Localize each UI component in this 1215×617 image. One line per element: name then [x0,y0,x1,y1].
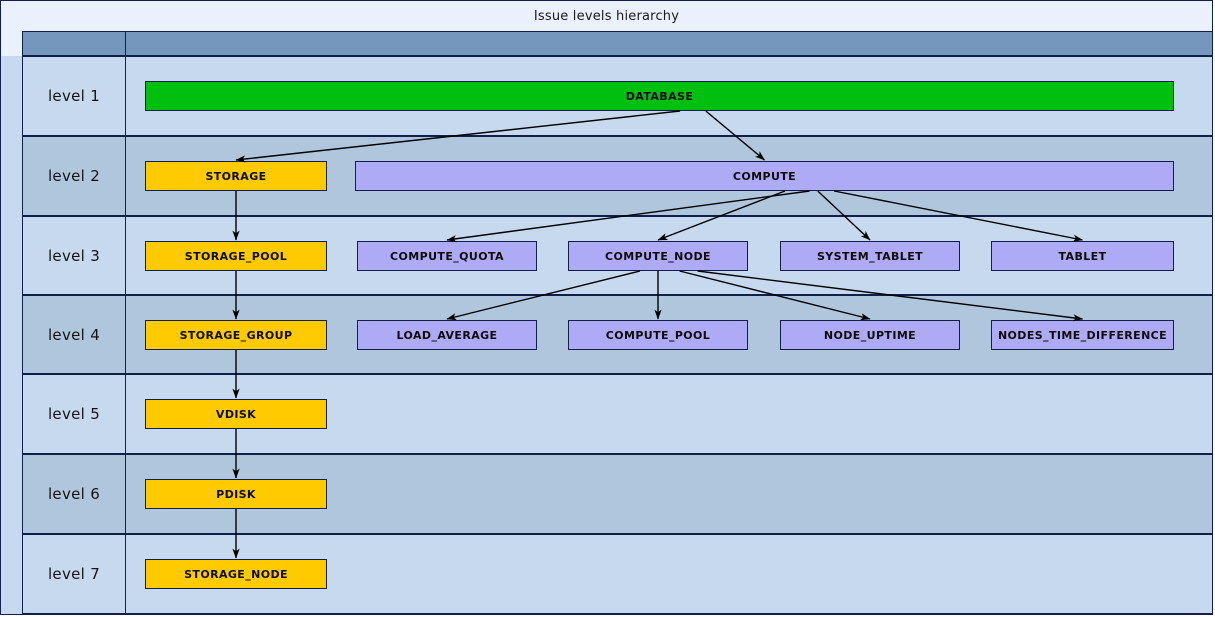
level-label-5: level 5 [47,405,101,423]
node-label: STORAGE_NODE [184,567,288,581]
node-compute-pool[interactable]: COMPUTE_POOL [568,320,748,350]
node-storage-group[interactable]: STORAGE_GROUP [145,320,327,350]
node-tablet[interactable]: TABLET [991,241,1174,271]
node-label: TABLET [1058,249,1107,263]
header-band-content-column [125,31,1213,56]
header-band-level-column [22,31,126,56]
level-label-cell-4: level 4 [22,295,126,374]
node-label: NODES_TIME_DIFFERENCE [997,328,1168,342]
level-label-cell-5: level 5 [22,374,126,454]
node-label: SYSTEM_TABLET [816,249,924,263]
left-spine-column [1,56,23,614]
node-load-average[interactable]: LOAD_AVERAGE [357,320,537,350]
node-pdisk[interactable]: PDISK [145,479,327,509]
node-label: VDISK [215,407,257,421]
node-compute-node[interactable]: COMPUTE_NODE [568,241,748,271]
node-label: STORAGE [205,169,267,183]
node-label: PDISK [216,487,256,501]
node-storage-pool[interactable]: STORAGE_POOL [145,241,327,271]
diagram-title: Issue levels hierarchy [1,1,1212,31]
node-label: LOAD_AVERAGE [396,328,498,342]
node-database[interactable]: DATABASE [145,81,1174,111]
node-label: STORAGE_POOL [184,249,288,263]
level-label-6: level 6 [47,485,101,503]
level-label-4: level 4 [47,325,101,344]
node-nodes-time-difference[interactable]: NODES_TIME_DIFFERENCE [991,320,1174,350]
level-row-6: level 6 [22,454,1213,534]
node-system-tablet[interactable]: SYSTEM_TABLET [780,241,960,271]
node-storage-node[interactable]: STORAGE_NODE [145,559,327,589]
node-label: COMPUTE_POOL [605,328,711,342]
node-label: NODE_UPTIME [823,328,917,342]
level-label-cell-2: level 2 [22,136,126,216]
level-label-2: level 2 [47,167,101,185]
node-label: COMPUTE_NODE [605,249,711,263]
level-label-cell-1: level 1 [22,56,126,136]
level-label-1: level 1 [47,87,101,105]
level-label-cell-3: level 3 [22,216,126,295]
node-node-uptime[interactable]: NODE_UPTIME [780,320,960,350]
node-compute[interactable]: COMPUTE [355,161,1174,191]
level-label-cell-7: level 7 [22,534,126,614]
node-label: COMPUTE_QUOTA [390,249,504,263]
diagram-title-text: Issue levels hierarchy [533,8,680,24]
level-label-cell-6: level 6 [22,454,126,534]
node-vdisk[interactable]: VDISK [145,399,327,429]
node-label: DATABASE [625,89,694,103]
node-storage[interactable]: STORAGE [145,161,327,191]
level-label-3: level 3 [47,246,101,265]
node-label: STORAGE_GROUP [179,328,293,342]
level-label-7: level 7 [47,565,101,583]
node-compute-quota[interactable]: COMPUTE_QUOTA [357,241,537,271]
node-label: COMPUTE [732,169,797,183]
